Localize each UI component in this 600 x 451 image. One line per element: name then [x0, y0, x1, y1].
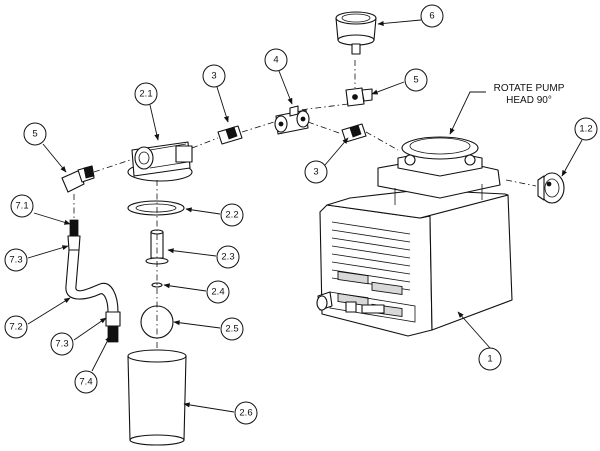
svg-text:4: 4 — [273, 55, 278, 66]
svg-text:2.6: 2.6 — [239, 408, 252, 419]
svg-text:7.4: 7.4 — [79, 377, 92, 388]
note-line-1: ROTATE PUMP — [494, 83, 565, 94]
callout-2-4: 2.4 — [206, 280, 230, 304]
callout-7-2: 7.2 — [4, 315, 28, 339]
callout-2-5: 2.5 — [220, 317, 244, 341]
callout-7-1: 7.1 — [10, 194, 34, 218]
svg-text:6: 6 — [429, 11, 434, 22]
elbow-5-upper — [345, 87, 373, 107]
tee-fitting-4 — [274, 105, 310, 135]
callout-3-upper: 3 — [202, 64, 226, 88]
callout-6: 6 — [420, 4, 444, 28]
filter-head-2-1 — [127, 141, 193, 182]
hose-assembly-7 — [65, 219, 121, 343]
callout-1: 1 — [478, 347, 502, 371]
callout-5-right: 5 — [404, 68, 428, 92]
svg-text:7.2: 7.2 — [9, 322, 22, 333]
elbow-5-left — [61, 165, 95, 193]
svg-text:1: 1 — [487, 354, 492, 365]
callout-3-lower: 3 — [304, 160, 328, 184]
nipple-3-lower — [341, 123, 367, 143]
svg-text:3: 3 — [211, 71, 216, 82]
callout-4: 4 — [264, 48, 288, 72]
callout-7-4: 7.4 — [74, 370, 98, 394]
callout-5-left: 5 — [23, 122, 47, 146]
svg-text:5: 5 — [32, 129, 37, 140]
callout-bubbles: 1 1.2 2.1 2.2 2.3 2.4 2.5 2.6 — [4, 4, 598, 425]
callout-1-2: 1.2 — [574, 117, 598, 141]
svg-text:2.2: 2.2 — [225, 210, 238, 221]
svg-text:2.3: 2.3 — [221, 252, 234, 263]
callout-7-3-lower: 7.3 — [50, 332, 74, 356]
svg-text:7.1: 7.1 — [15, 201, 28, 212]
gasket-2-2 — [127, 200, 185, 216]
svg-text:1.2: 1.2 — [579, 124, 592, 135]
svg-text:2.1: 2.1 — [139, 89, 152, 100]
callout-2-1: 2.1 — [134, 82, 158, 106]
bowl-2-6 — [127, 349, 187, 446]
leader-lines — [27, 19, 583, 413]
rotate-note: ROTATE PUMP HEAD 90° — [494, 83, 565, 106]
pump-body — [316, 136, 513, 337]
callout-2-6: 2.6 — [234, 401, 258, 425]
callout-7-3-upper: 7.3 — [4, 248, 28, 272]
svg-text:3: 3 — [313, 167, 318, 178]
nipple-3-upper — [217, 125, 243, 145]
svg-text:7.3: 7.3 — [55, 339, 68, 350]
svg-text:2.4: 2.4 — [211, 287, 224, 298]
svg-text:7.3: 7.3 — [9, 255, 22, 266]
callout-2-3: 2.3 — [216, 245, 240, 269]
svg-text:5: 5 — [413, 75, 418, 86]
note-line-2: HEAD 90° — [506, 95, 552, 106]
side-fitting-1-2 — [505, 172, 565, 204]
svg-text:2.5: 2.5 — [225, 324, 238, 335]
callout-2-2: 2.2 — [220, 203, 244, 227]
gauge-6 — [335, 11, 377, 55]
